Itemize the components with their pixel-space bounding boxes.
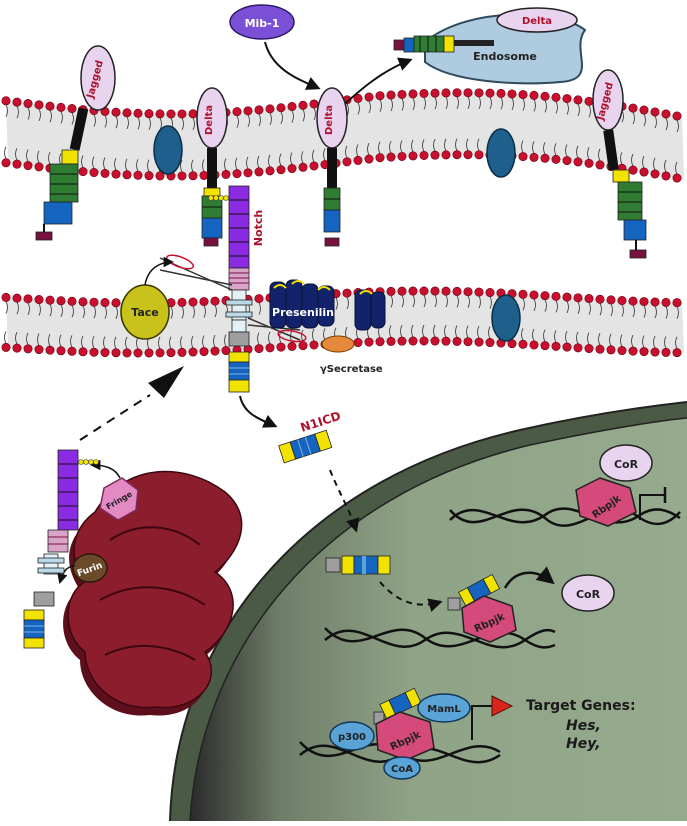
target-gene-hes: Hes,: [566, 718, 601, 734]
arrow-trafficking: [79, 394, 151, 441]
arrow-fringe-glycosylation: [89, 459, 121, 479]
golgi-apparatus: [63, 470, 243, 716]
p300-label: p300: [338, 732, 366, 743]
membrane-channel-3: [491, 294, 521, 342]
arrow-n1icd-to-nucleus: [329, 469, 360, 533]
delta-center-label: Delta: [324, 105, 335, 135]
target-arrow-icon: [491, 695, 514, 717]
arrow-furin-cleavage: [57, 565, 76, 585]
endosome-label: Endosome: [473, 50, 537, 63]
arrow-mib1-to-delta: [264, 41, 321, 90]
delta-ligand-center: Delta: [316, 87, 348, 247]
target-genes-label: Target Genes:: [526, 698, 636, 714]
notch-label: Notch: [252, 210, 265, 246]
trafficking-arrowhead-icon: [148, 366, 184, 398]
cor-top-label: CoR: [614, 458, 639, 471]
mib1-protein: Mib-1: [229, 4, 295, 40]
cor-released-label: CoR: [576, 588, 601, 601]
membrane-channel-2: [486, 128, 516, 178]
fringe-enzyme: Fringe: [99, 477, 139, 521]
dna-helix-2: [324, 627, 556, 649]
notch-receptor: Notch: [159, 185, 307, 393]
target-gene-hey: Hey,: [566, 736, 601, 752]
arrow-to-n1icd: [239, 395, 278, 428]
n1icd-label: N1ICD: [299, 409, 343, 435]
arrow-to-rbpjk-complex: [379, 581, 443, 612]
activation-complex: Rbpjk CoR: [447, 566, 615, 643]
delta-left-label: Delta: [204, 105, 215, 135]
dna-helix-1: [449, 507, 681, 527]
endosome: Endosome Delta: [393, 7, 587, 85]
maml-label: MamL: [427, 704, 461, 715]
tace-label: Tace: [131, 306, 159, 319]
jagged-ligand-left: Jagged: [35, 45, 116, 241]
n1icd-fragment: N1ICD: [278, 409, 343, 464]
transcription-complex: p300 MamL Rbpjk CoA Target Genes: Hes, H…: [329, 687, 636, 780]
repressor-complex: CoR Rbpjk: [575, 444, 667, 527]
presenilin-label: Presenilin: [272, 306, 334, 319]
n1icd-nuclear: [325, 555, 391, 575]
coa-label: CoA: [391, 764, 413, 775]
membrane-channel-1: [153, 125, 183, 175]
tace-enzyme: Tace: [120, 284, 170, 340]
furin-enzyme: Furin: [72, 553, 108, 583]
endosome-delta-label: Delta: [522, 16, 552, 27]
delta-ligand-left: Delta: [196, 87, 228, 247]
arrow-tace-cleavage: [144, 256, 175, 286]
gamma-secretase-label: γSecretase: [320, 364, 383, 375]
mib1-label: Mib-1: [245, 17, 280, 30]
notch-precursor: [23, 449, 99, 649]
presenilin-complex: Presenilin γSecretase: [269, 279, 386, 375]
jagged-ligand-right: Jagged: [592, 69, 647, 259]
arrow-cor-release: [503, 566, 555, 589]
